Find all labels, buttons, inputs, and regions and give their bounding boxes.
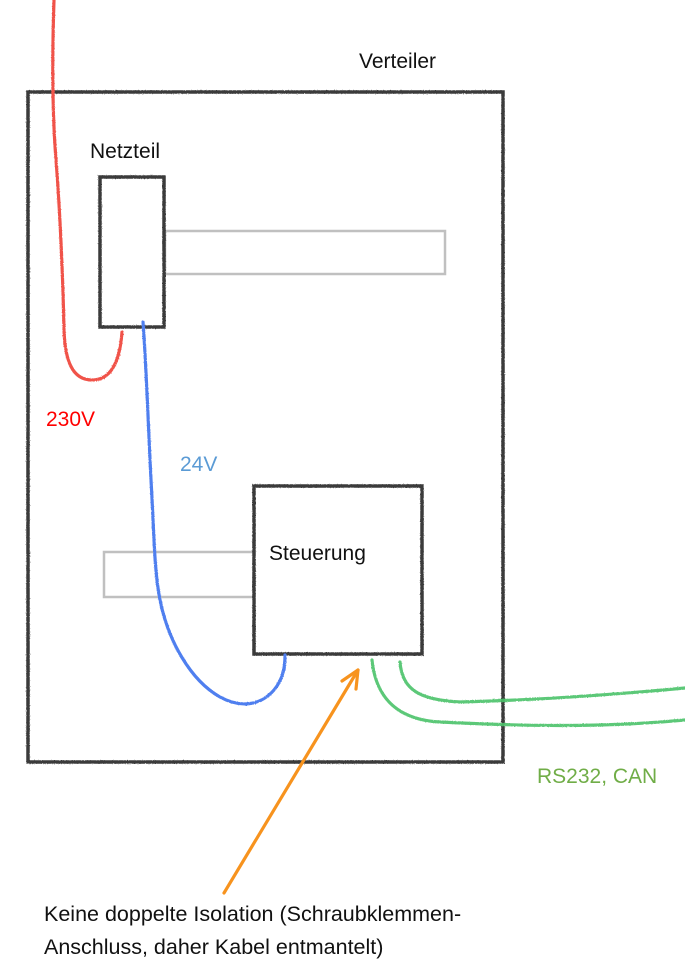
low-voltage-wire xyxy=(141,320,287,706)
din-rail-top xyxy=(163,229,447,276)
annotation-line-1: Keine doppelte Isolation (Schraubklemmen… xyxy=(44,902,462,926)
mains-voltage-label: 230V xyxy=(46,408,96,431)
mains-wire xyxy=(51,0,124,382)
controller-label: Steuerung xyxy=(269,542,366,565)
controller-box xyxy=(252,484,424,656)
bus-wire-2 xyxy=(398,660,685,704)
cabinet-label: Verteiler xyxy=(359,50,437,73)
power-supply-box xyxy=(98,175,166,329)
annotation-arrow xyxy=(222,668,360,895)
arrowhead xyxy=(340,668,360,691)
bus-label: RS232, CAN xyxy=(537,765,658,788)
bus-wire-1 xyxy=(370,658,685,728)
din-rail-bottom xyxy=(102,550,256,599)
distribution-cabinet xyxy=(26,90,505,764)
low-voltage-label: 24V xyxy=(180,453,218,476)
annotation-note: Keine doppelte Isolation (Schraubklemmen… xyxy=(44,898,461,964)
power-supply-label: Netzteil xyxy=(90,140,161,163)
annotation-line-2: Anschluss, daher Kabel entmantelt) xyxy=(44,935,384,959)
